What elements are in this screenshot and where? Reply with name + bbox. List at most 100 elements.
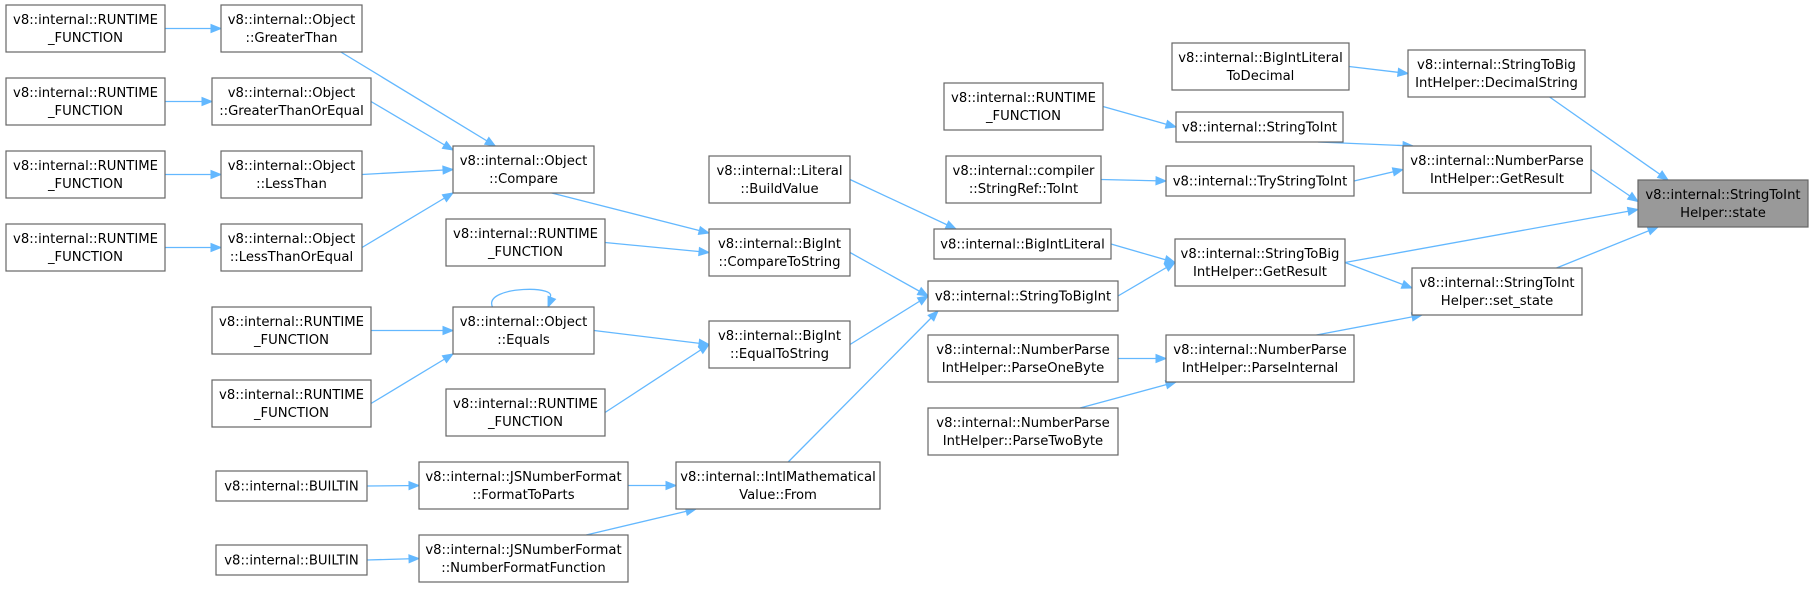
- node-label-line: v8::internal::StringToInt: [1645, 188, 1800, 203]
- node-jsnf-numberformatfunction[interactable]: v8::internal::JSNumberFormat::NumberForm…: [418, 534, 629, 583]
- node-box: [708, 320, 851, 369]
- node-label-line: _FUNCTION: [47, 250, 123, 265]
- edge-line: [1344, 261, 1413, 289]
- edge-arrowhead: [442, 165, 455, 175]
- node-npih-getresult[interactable]: v8::internal::NumberParseIntHelper::GetR…: [1402, 145, 1592, 194]
- edge-arrowhead: [408, 480, 421, 491]
- node-label-line: v8::internal::StringToInt: [1182, 121, 1337, 136]
- node-bigintliteral[interactable]: v8::internal::BigIntLiteral: [933, 228, 1112, 260]
- node-obj-compare[interactable]: v8::internal::Object::Compare: [452, 145, 595, 194]
- node-box: [1407, 49, 1586, 98]
- node-box: [445, 218, 606, 267]
- node-stbih-decimalstring[interactable]: v8::internal::StringToBigIntHelper::Deci…: [1407, 49, 1586, 98]
- node-obj-greaterthanorequal[interactable]: v8::internal::Object::GreaterThanOrEqual: [211, 77, 372, 126]
- node-bigint-comparetostring[interactable]: v8::internal::BigInt::CompareToString: [708, 228, 851, 277]
- edge-arrowhead: [916, 295, 930, 306]
- node-obj-greaterthan[interactable]: v8::internal::Object::GreaterThan: [220, 4, 363, 53]
- node-box: [1171, 42, 1350, 91]
- node-label-line: v8::internal::Object: [228, 232, 356, 247]
- edge-arrowhead: [927, 310, 939, 322]
- node-label-line: v8::internal::StringToInt: [1419, 276, 1574, 291]
- node-trystringtoint[interactable]: v8::internal::TryStringToInt: [1165, 165, 1355, 197]
- node-runtime-fn-5[interactable]: v8::internal::RUNTIME_FUNCTION: [445, 218, 606, 267]
- node-box: [220, 4, 363, 53]
- node-box: [1411, 267, 1583, 316]
- node-builtin-1[interactable]: v8::internal::BUILTIN: [215, 470, 368, 502]
- node-box: [452, 306, 595, 355]
- node-box: [5, 223, 166, 272]
- node-runtime-fn-1[interactable]: v8::internal::RUNTIME_FUNCTION: [5, 4, 166, 53]
- edge-arrowhead: [210, 242, 223, 253]
- edge-arrowhead: [1391, 167, 1405, 177]
- edge-line: [849, 178, 957, 230]
- edge-line: [340, 51, 496, 147]
- node-stih-set-state[interactable]: v8::internal::StringToIntHelper::set_sta…: [1411, 267, 1583, 316]
- node-box: [1165, 165, 1355, 197]
- edge-arrowhead: [1155, 176, 1168, 186]
- node-runtime-fn-9[interactable]: v8::internal::RUNTIME_FUNCTION: [943, 82, 1104, 131]
- node-compiler-tostringref[interactable]: v8::internal::compiler::StringRef::ToInt: [945, 155, 1102, 204]
- edge-arrowhead: [944, 220, 958, 230]
- node-label-line: _FUNCTION: [253, 333, 329, 348]
- node-runtime-fn-2[interactable]: v8::internal::RUNTIME_FUNCTION: [5, 77, 166, 126]
- node-label-line: v8::internal::StringToBig: [1417, 58, 1576, 73]
- node-box: [943, 82, 1104, 131]
- edge-line: [604, 343, 710, 414]
- node-stringtoint[interactable]: v8::internal::StringToInt: [1175, 111, 1344, 143]
- edge-obj-lessthan-to-obj-compare: [361, 165, 455, 176]
- node-obj-lessthanorequal[interactable]: v8::internal::Object::LessThanOrEqual: [220, 223, 363, 272]
- node-intlmath-from[interactable]: v8::internal::IntlMathematicalValue::Fro…: [675, 461, 881, 510]
- node-npih-parseinternal[interactable]: v8::internal::NumberParseIntHelper::Pars…: [1165, 334, 1355, 383]
- node-npih-parseonebyte[interactable]: v8::internal::NumberParseIntHelper::Pars…: [927, 334, 1119, 383]
- node-runtime-fn-6[interactable]: v8::internal::RUNTIME_FUNCTION: [211, 306, 372, 355]
- edge-line: [787, 310, 939, 463]
- node-box: [708, 228, 851, 277]
- node-label-line: v8::internal::RUNTIME: [219, 315, 364, 330]
- node-label-line: v8::internal::Object: [228, 86, 356, 101]
- node-npih-parsetwobyte[interactable]: v8::internal::NumberParseIntHelper::Pars…: [927, 407, 1119, 456]
- node-label-line: _FUNCTION: [487, 245, 563, 260]
- edge-npih-parsetwobyte-to-npih-parseinternal: [1079, 380, 1178, 409]
- edge-runtime-fn-2-to-obj-greaterthanorequal: [165, 96, 214, 107]
- node-box: [445, 388, 606, 437]
- node-label-line: v8::internal::RUNTIME: [951, 91, 1096, 106]
- node-runtime-fn-7[interactable]: v8::internal::RUNTIME_FUNCTION: [211, 379, 372, 428]
- edge-arrowhead: [210, 23, 223, 34]
- node-label-line: v8::internal::JSNumberFormat: [425, 470, 621, 485]
- node-box: [927, 334, 1119, 383]
- node-bigint-equaltostring[interactable]: v8::internal::BigInt::EqualToString: [708, 320, 851, 369]
- node-label-line: v8::internal::RUNTIME: [13, 13, 158, 28]
- node-label-line: v8::internal::Object: [228, 13, 356, 28]
- node-box: [1165, 334, 1355, 383]
- node-label-line: _FUNCTION: [47, 177, 123, 192]
- node-label-line: ::NumberFormatFunction: [441, 561, 605, 576]
- node-label-line: _FUNCTION: [253, 406, 329, 421]
- edge-line: [361, 168, 454, 176]
- node-builtin-2[interactable]: v8::internal::BUILTIN: [215, 544, 368, 576]
- edge-arrowhead: [1646, 226, 1660, 236]
- node-label-line: IntHelper::ParseTwoByte: [943, 434, 1103, 449]
- node-runtime-fn-3[interactable]: v8::internal::RUNTIME_FUNCTION: [5, 150, 166, 199]
- edge-runtime-fn-3-to-obj-lessthan: [165, 169, 223, 180]
- node-obj-equals[interactable]: v8::internal::Object::Equals: [452, 306, 595, 355]
- edge-line: [1102, 105, 1177, 128]
- edge-line: [1344, 208, 1639, 264]
- node-stringtobigint[interactable]: v8::internal::StringToBigInt: [927, 280, 1119, 312]
- node-runtime-fn-4[interactable]: v8::internal::RUNTIME_FUNCTION: [5, 223, 166, 272]
- edge-obj-compare-to-bigint-comparetostring: [551, 192, 711, 236]
- node-label-line: v8::internal::Object: [460, 315, 588, 330]
- node-box: [708, 155, 851, 204]
- edge-trystringtoint-to-npih-getresult: [1353, 167, 1405, 182]
- edge-line: [1079, 381, 1177, 409]
- edge-arrowhead: [1397, 67, 1410, 77]
- node-literal-buildvalue[interactable]: v8::internal::Literal::BuildValue: [708, 155, 851, 204]
- edge-line: [586, 508, 697, 536]
- node-stbih-getresult[interactable]: v8::internal::StringToBigIntHelper::GetR…: [1174, 238, 1346, 287]
- node-obj-lessthan[interactable]: v8::internal::Object::LessThan: [220, 150, 363, 199]
- node-runtime-fn-8[interactable]: v8::internal::RUNTIME_FUNCTION: [445, 388, 606, 437]
- edge-npih-getresult-to-stih-state: [1590, 168, 1640, 203]
- node-jsnf-formattoparts[interactable]: v8::internal::JSNumberFormat::FormatToPa…: [418, 461, 629, 510]
- edge-bigintliteral-to-stbih-getresult: [1110, 243, 1177, 265]
